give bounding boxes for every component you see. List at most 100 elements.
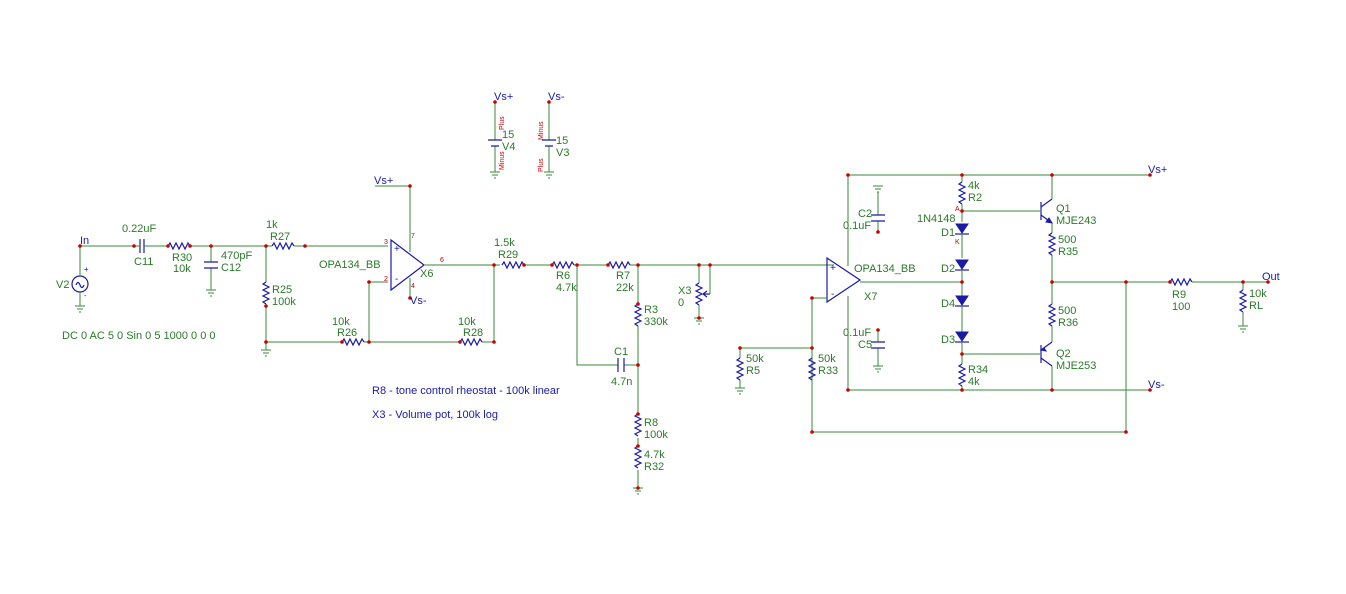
r34-resistor-symbol <box>957 363 967 387</box>
r32-resistor-symbol <box>633 445 643 469</box>
d3-ref: D3 <box>941 334 955 346</box>
r34-value: 4k <box>968 376 980 388</box>
c12-ref: C12 <box>221 262 241 274</box>
net-label-vs-minus-x6: Vs- <box>410 295 427 307</box>
v4-minus-pin: Minus <box>499 151 506 170</box>
v4-source-symbol <box>488 102 502 179</box>
x6-value: OPA134_BB <box>319 259 381 271</box>
r28-ref: R28 <box>463 327 483 339</box>
x6-pin-2: 2 <box>384 276 388 283</box>
d1-ref: D1 <box>941 227 955 239</box>
net-label-vs-plus-v4: Vs+ <box>494 91 513 103</box>
c11-ref: C11 <box>134 256 153 268</box>
rl-resistor-symbol <box>1238 289 1248 313</box>
net-label-vs-plus-out: Vs+ <box>1148 164 1167 176</box>
note-volume-pot: X3 - Volume pot, 100k log <box>372 409 498 421</box>
svg-text:-: - <box>831 289 834 300</box>
r5-resistor-symbol <box>735 357 745 381</box>
v3-source-symbol <box>542 102 556 179</box>
net-label-out: Out <box>1262 271 1280 283</box>
r8-resistor-symbol <box>633 413 643 437</box>
d4-diode-symbol <box>955 295 969 306</box>
r28-resistor-symbol <box>459 337 483 347</box>
svg-text:+: + <box>84 265 89 274</box>
v3-plus-pin: Plus <box>538 158 545 172</box>
svg-text:+: + <box>830 263 836 274</box>
c2-ref: C2 <box>858 208 872 220</box>
c12-capacitor-symbol <box>204 246 218 297</box>
r7-resistor-symbol <box>607 260 631 270</box>
input-section: + - <box>71 239 494 357</box>
c1-ref: C1 <box>614 346 628 358</box>
rl-ref: RL <box>1249 300 1263 312</box>
r29-resistor-symbol <box>501 260 525 270</box>
v2-source-symbol: + - <box>71 265 89 313</box>
note-tone-control: R8 - tone control rheostat - 100k linear <box>372 385 560 397</box>
output-stage <box>848 174 1268 391</box>
r32-ref: R32 <box>644 461 664 473</box>
q2-transistor-symbol <box>1039 341 1053 367</box>
d1-diode-symbol <box>955 223 969 234</box>
r35-resistor-symbol <box>1047 232 1057 256</box>
r3-resistor-symbol <box>633 303 643 327</box>
c2-value: 0.1uF <box>843 220 871 232</box>
x6-opamp-symbol: + - <box>375 185 500 342</box>
c1-capacitor-symbol <box>617 358 625 372</box>
r25-value: 100k <box>272 296 296 308</box>
x7-ref: X7 <box>864 291 877 303</box>
c2-capacitor-symbol <box>871 214 885 222</box>
r30-resistor-symbol <box>167 241 191 251</box>
r8-value: 100k <box>644 429 668 441</box>
v2-ref: V2 <box>56 279 69 291</box>
r29-value: 1.5k <box>494 237 515 249</box>
r9-resistor-symbol <box>1169 277 1193 287</box>
r2-ref: R2 <box>968 192 982 204</box>
r6-value: 4.7k <box>556 282 577 294</box>
d3-diode-symbol <box>955 331 969 342</box>
d2-diode-symbol <box>955 259 969 270</box>
x6-pin-3: 3 <box>384 239 388 246</box>
r36-value: 500 <box>1058 305 1076 317</box>
x7-value: OPA134_BB <box>854 263 916 275</box>
r6-resistor-symbol <box>551 260 575 270</box>
svg-text:+: + <box>394 244 400 255</box>
v4-value: 15 <box>502 129 514 141</box>
r34-ref: R34 <box>968 364 988 376</box>
x6-pin-4: 4 <box>411 283 415 290</box>
r32-value: 4.7k <box>644 449 665 461</box>
tone-section <box>501 260 834 495</box>
v3-minus-pin: Minus <box>538 121 545 140</box>
r35-ref: R35 <box>1058 246 1078 258</box>
r36-resistor-symbol <box>1047 303 1057 327</box>
q1-value: MJE243 <box>1056 215 1096 227</box>
v3-value: 15 <box>556 135 568 147</box>
c11-value: 0.22uF <box>122 223 157 235</box>
r25-resistor-symbol <box>261 281 271 305</box>
r27-value: 1k <box>266 219 278 231</box>
r33-value: 50k <box>818 353 836 365</box>
labels: In V2 0.22uF C11 R30 10k 470pF C12 1k R2… <box>56 91 1280 473</box>
r33-resistor-symbol <box>807 357 817 381</box>
net-label-vs-plus-x6: Vs+ <box>374 175 393 187</box>
r27-ref: R27 <box>270 231 290 243</box>
c5-ref: C5 <box>858 339 872 351</box>
svg-text:-: - <box>84 291 87 300</box>
r25-ref: R25 <box>272 284 292 296</box>
node-dots <box>78 100 1270 490</box>
c11-capacitor-symbol <box>134 239 168 253</box>
c1-value: 4.7n <box>611 376 632 388</box>
r26-ref: R26 <box>337 327 357 339</box>
r28-value: 10k <box>458 316 476 328</box>
v4-ref: V4 <box>502 141 515 153</box>
d1-cathode-pin: K <box>955 239 960 246</box>
v3-ref: V3 <box>556 147 569 159</box>
v4-plus-pin: Plus <box>499 116 506 130</box>
r6-ref: R6 <box>556 270 570 282</box>
r36-ref: R36 <box>1058 317 1078 329</box>
x6-ref: X6 <box>420 268 433 280</box>
r29-ref: R29 <box>498 249 518 261</box>
r9-ref: R9 <box>1172 289 1186 301</box>
r30-ref: R30 <box>172 252 192 264</box>
